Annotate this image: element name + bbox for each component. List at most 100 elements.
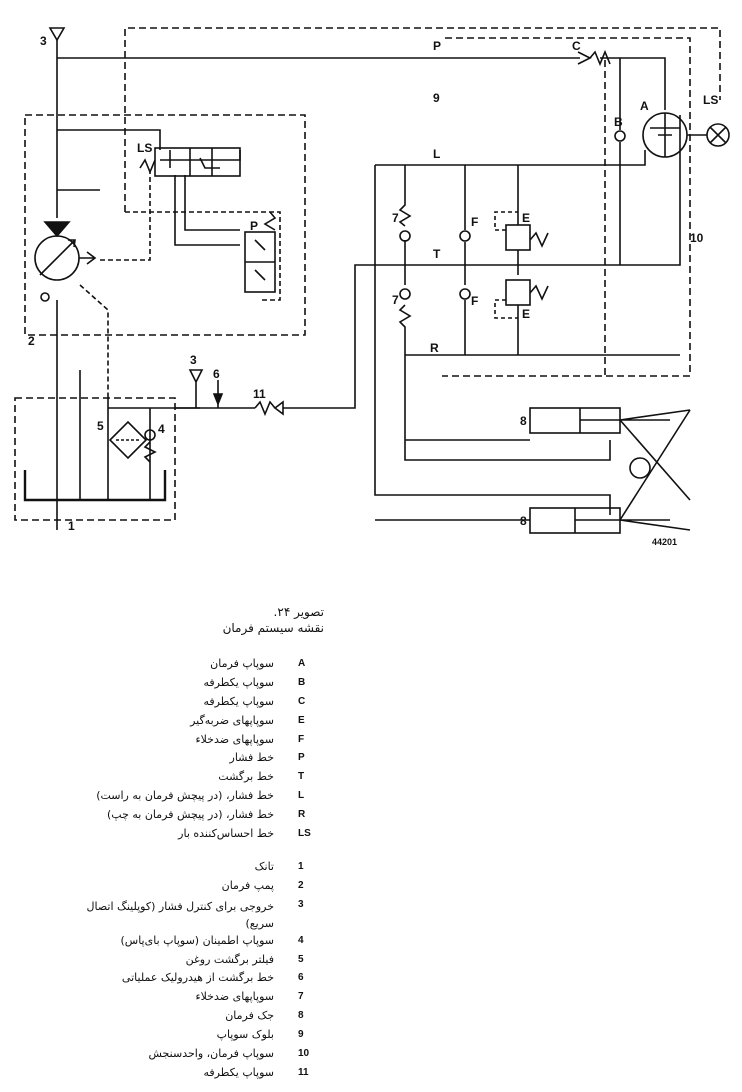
label-5: 5 [97, 419, 104, 433]
legend-code: 3 [298, 898, 304, 910]
legend-code: 11 [298, 1066, 309, 1078]
shock-valve-e-upper [505, 224, 531, 251]
compensator-internals [245, 239, 275, 281]
legend-row: سوپاپ فرمان، واحدسنجش 10 [80, 1046, 320, 1065]
label-c: C [572, 39, 581, 53]
legend-text: پمپ فرمان [221, 878, 274, 892]
legend-code: 9 [298, 1029, 304, 1041]
load-sensing-line [124, 27, 721, 212]
legend-text: خط فشار، (در پیچش فرمان به چپ) [106, 808, 274, 822]
check-valve-b-ball [614, 130, 626, 142]
label-p: P [433, 39, 441, 53]
outlet-3-top [48, 27, 66, 42]
legend-row: سوپاپ اطمینان (سوپاپ بای‌پاس)4 [80, 933, 320, 952]
pump-housing-outline [24, 114, 306, 336]
legend-text: سوپاپهای ضدخلاء [195, 732, 274, 746]
legend-text: سوپاپ فرمان، واحدسنجش [148, 1047, 274, 1061]
pump-arrow [39, 239, 76, 276]
legend-text: خط فشار، (در پیچش فرمان به راست) [96, 789, 274, 803]
shock-valve-springs [529, 231, 549, 301]
anti-void-7-lower [398, 265, 412, 355]
legend-code: LS [298, 828, 311, 840]
pump-output-triangle [43, 221, 71, 238]
label-ls-right: LS [703, 93, 718, 107]
tank-outline [14, 397, 176, 521]
line-6-arrow [212, 393, 224, 407]
anti-void-7-upper-check [399, 230, 411, 242]
legend-text: سوپاپ یکطرفه [203, 1065, 274, 1079]
label-7-upper: 7 [392, 211, 399, 225]
legend-code: 10 [298, 1048, 310, 1060]
label-8-lower: 8 [520, 514, 527, 528]
legend-code: 2 [298, 879, 304, 891]
axle-pivot [629, 457, 651, 479]
legend-code: 1 [298, 860, 304, 872]
legend-text: سوپاپ یکطرفه [203, 694, 274, 708]
filter-5 [108, 420, 148, 460]
compensator-spring [263, 211, 277, 231]
legend-code: T [298, 771, 305, 783]
pump-drive [79, 251, 97, 265]
legend-code: E [298, 714, 305, 726]
relief-spring-4 [143, 441, 157, 463]
legend-row: خروجی برای کنترل فشار (کوپلینگ اتصال سری… [80, 897, 320, 933]
legend-row: خط فشار، (در پیچش فرمان به راست) L [80, 788, 320, 807]
pilot-dashed [79, 172, 281, 398]
legend-text: جک فرمان [225, 1009, 274, 1023]
legend-code: 7 [298, 991, 304, 1003]
relief-valve-4 [144, 429, 156, 441]
label-ls-left: LS [137, 141, 152, 155]
cylinder-branch [375, 439, 530, 521]
label-3-top: 3 [40, 34, 47, 48]
label-f-upper: F [471, 215, 478, 229]
caption-subtitle: نقشه سیستم فرمان [222, 621, 324, 635]
legend-row: جک فرمان 8 [80, 1008, 320, 1027]
steering-linkage [619, 409, 691, 521]
legend-text: سوپاپهای ضدخلاء [195, 990, 274, 1004]
anti-void-7-upper [398, 165, 412, 265]
pressure-line-p [56, 40, 666, 530]
label-b: B [614, 115, 623, 129]
anti-void-7-lower-check [399, 288, 411, 300]
valve-block-outline [442, 37, 691, 377]
ls-spring [139, 158, 156, 175]
legend-code: L [298, 790, 305, 802]
label-3-bottom: 3 [190, 353, 197, 367]
steering-valve-internals [650, 113, 680, 157]
legend-text: سوپاپ اطمینان (سوپاپ بای‌پاس) [120, 933, 274, 947]
legend-code: 8 [298, 1010, 304, 1022]
legend-text: خروجی برای کنترل فشار (کوپلینگ اتصال سری… [86, 899, 275, 930]
anti-void-f-upper [459, 230, 471, 242]
label-p-valve: P [250, 219, 258, 233]
label-r: R [430, 341, 439, 355]
pump-check-valve [40, 292, 50, 302]
return-line [175, 115, 681, 409]
legend-row: سوپاپهای ضدخلاء 7 [80, 989, 320, 1008]
label-f-lower: F [471, 294, 478, 308]
label-t: T [433, 247, 441, 261]
legend-code: B [298, 676, 306, 688]
legend-row: تانک 1 [80, 859, 320, 878]
legend-code: 5 [298, 953, 304, 965]
legend-code: R [298, 809, 306, 821]
tank-lines [23, 470, 167, 502]
caption-title: تصویر ۲۴. [273, 605, 324, 619]
ls-valve-internals [169, 148, 220, 176]
pressure-line-r [404, 354, 680, 461]
legend-text: تانک [254, 859, 274, 873]
legend-text: خط برگشت از هیدرولیک عملیاتی [121, 971, 274, 985]
legend-code: A [298, 658, 306, 669]
figure-caption: تصویر ۲۴. نقشه سیستم فرمان [180, 604, 324, 636]
shock-valve-e-lower [505, 279, 531, 306]
legend-row: سوپاپ یکطرفه 11 [80, 1065, 320, 1084]
legend-code: P [298, 752, 305, 764]
legend-gap [80, 845, 320, 859]
